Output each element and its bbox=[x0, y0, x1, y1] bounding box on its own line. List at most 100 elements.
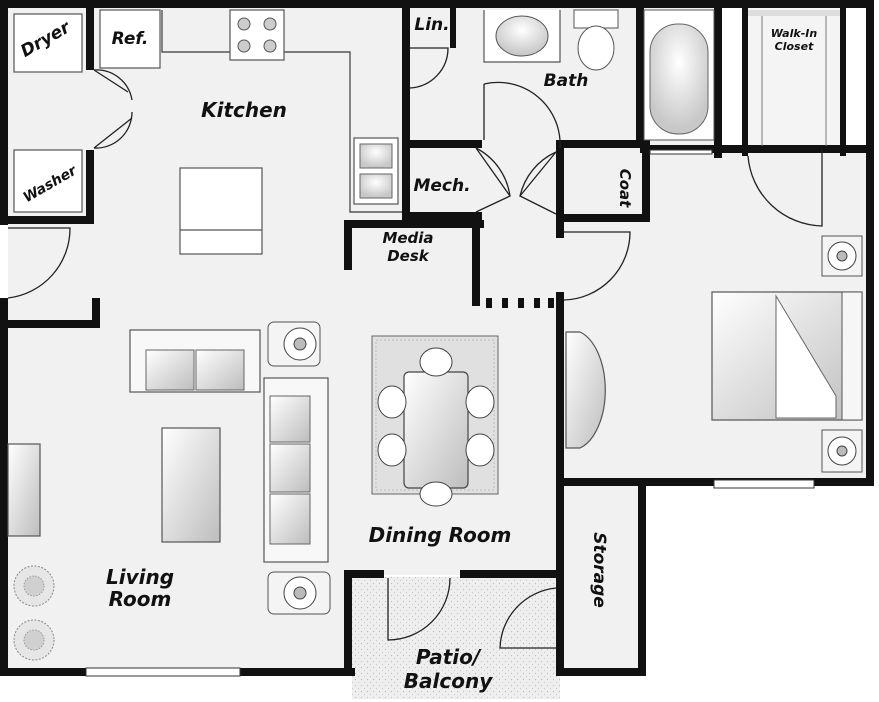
label-living-room-line1: Living bbox=[106, 565, 174, 589]
wall-left-lower bbox=[0, 298, 8, 676]
label-walkin-closet-line2: Closet bbox=[775, 40, 814, 53]
wall-bath-bottom bbox=[402, 140, 482, 148]
tub-inner bbox=[649, 23, 709, 135]
hall-threshold bbox=[486, 298, 554, 308]
wall-kitchen-right bbox=[402, 8, 410, 220]
wall-coat-left bbox=[556, 140, 564, 222]
wall-dining-bottom-right bbox=[460, 570, 560, 578]
bathtub-icon bbox=[643, 9, 715, 141]
wall-left-upper bbox=[0, 0, 8, 225]
wall-storage-right bbox=[638, 478, 646, 676]
label-media-desk-line2: Desk bbox=[387, 247, 430, 265]
label-storage: Storage bbox=[589, 532, 609, 608]
threshold-dash bbox=[486, 298, 492, 308]
label-media-desk-line1: Media bbox=[382, 229, 433, 247]
label-ref: Ref. bbox=[112, 29, 149, 49]
laundry-door-left bbox=[93, 69, 133, 101]
wall-closet-left bbox=[742, 8, 748, 156]
sofa-cushion bbox=[269, 395, 311, 443]
mech-door bbox=[475, 147, 511, 213]
bedroom-door bbox=[563, 231, 631, 301]
label-kitchen: Kitchen bbox=[201, 98, 287, 122]
label-bath: Bath bbox=[544, 71, 589, 91]
side-lamp-base bbox=[293, 586, 307, 600]
bedroom-furniture bbox=[565, 235, 863, 473]
laundry-door-right bbox=[93, 111, 133, 149]
side-lamp-base bbox=[293, 337, 307, 351]
bed-icon bbox=[711, 291, 863, 421]
window-bath bbox=[649, 149, 713, 155]
sink-basin bbox=[359, 173, 393, 199]
lamp-base bbox=[836, 445, 848, 457]
armchair-icon bbox=[267, 321, 321, 367]
dining-table-icon bbox=[371, 335, 499, 507]
sofa-cushion bbox=[269, 493, 311, 545]
dining-chair bbox=[419, 347, 453, 377]
toilet-icon bbox=[573, 9, 619, 71]
wall-laundry-v1 bbox=[86, 8, 94, 70]
wall-mech-bottom bbox=[402, 212, 482, 220]
threshold-dash bbox=[534, 298, 540, 308]
coffee-table bbox=[161, 427, 221, 543]
stove-burner bbox=[237, 17, 251, 31]
wall-right-bedroom bbox=[866, 145, 874, 485]
armchair-icon bbox=[267, 571, 331, 615]
wall-patio-left bbox=[344, 570, 352, 675]
sink-basin bbox=[359, 143, 393, 169]
doors bbox=[7, 47, 823, 649]
wall-hall-left bbox=[472, 220, 480, 306]
dining-table bbox=[403, 371, 469, 489]
wall-right-top bbox=[866, 0, 874, 152]
coat-door bbox=[518, 151, 557, 215]
wall-dining-bottom-left bbox=[344, 570, 384, 578]
closet-shelf-top bbox=[748, 10, 840, 16]
refrigerator bbox=[99, 9, 161, 69]
wall-top bbox=[0, 0, 870, 8]
label-patio-line2: Balcony bbox=[404, 669, 493, 693]
dining-chair bbox=[465, 433, 495, 467]
stove-icon bbox=[229, 9, 285, 61]
window-living bbox=[85, 667, 241, 677]
wall-laundry-v2 bbox=[86, 150, 94, 220]
bath-door bbox=[483, 81, 561, 149]
stove-burner bbox=[237, 39, 251, 53]
dining-chair bbox=[419, 481, 453, 507]
dining-chair bbox=[465, 385, 495, 419]
sofa-icon bbox=[129, 329, 261, 393]
label-linen: Lin. bbox=[414, 15, 449, 35]
lamp-base bbox=[836, 250, 848, 262]
wall-living-stub-v bbox=[92, 298, 100, 328]
stove-burner bbox=[263, 39, 277, 53]
walkin-closet-floor bbox=[748, 8, 840, 148]
wall-tub-left bbox=[636, 8, 644, 148]
stove-body bbox=[229, 9, 285, 61]
wall-media-left bbox=[344, 220, 352, 270]
wall-bottom-right bbox=[556, 668, 646, 676]
dining-rug-inner bbox=[375, 339, 495, 491]
toilet-bowl bbox=[577, 25, 615, 71]
patio-door-right bbox=[499, 587, 557, 649]
patio-floor bbox=[352, 577, 560, 699]
wall-tub-right bbox=[714, 8, 722, 158]
label-patio-line1: Patio/ bbox=[416, 645, 482, 669]
linen-door bbox=[409, 47, 449, 89]
bed-sheet-fold bbox=[775, 294, 837, 419]
wall-media-top bbox=[344, 220, 484, 228]
kitchen-counter bbox=[161, 10, 402, 213]
sofa-icon bbox=[263, 377, 329, 563]
window-bedroom bbox=[713, 479, 815, 489]
label-walkin-closet-line1: Walk-In bbox=[771, 27, 818, 40]
washer-unit bbox=[13, 149, 83, 213]
wall-bedroom-top bbox=[640, 145, 874, 153]
plant-inner bbox=[23, 575, 45, 597]
wall-coat-right bbox=[642, 140, 650, 222]
toilet-tank bbox=[573, 9, 619, 29]
label-living-room-line2: Room bbox=[109, 587, 172, 611]
plant-inner bbox=[23, 629, 45, 651]
headboard bbox=[841, 291, 863, 421]
lamp-icon bbox=[821, 235, 863, 277]
threshold-dash bbox=[502, 298, 508, 308]
stove-burner bbox=[263, 17, 277, 31]
dining-chair bbox=[377, 433, 407, 467]
